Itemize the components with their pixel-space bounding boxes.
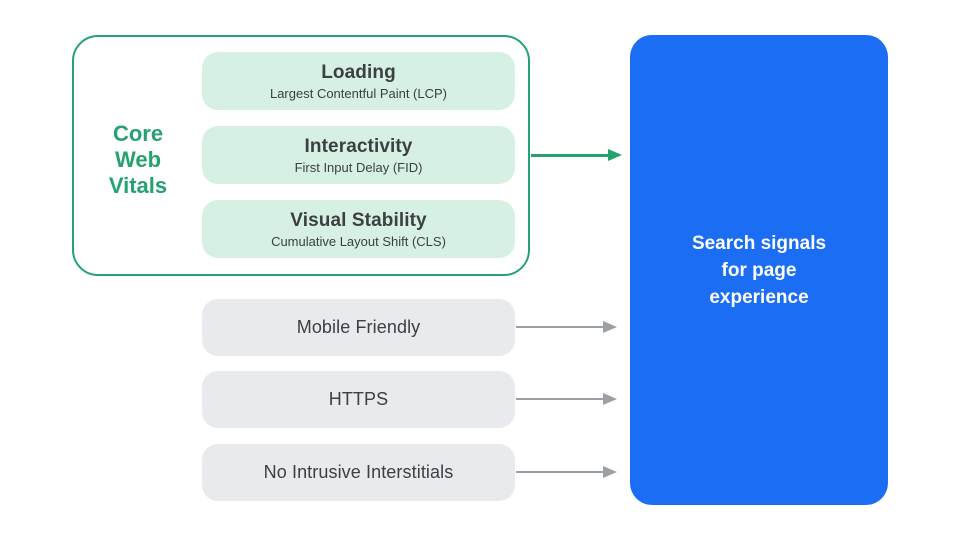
search-signals-box: Search signals for page experience — [630, 35, 888, 505]
vital-title-interactivity: Interactivity — [304, 135, 413, 157]
vital-card-interactivity: Interactivity First Input Delay (FID) — [202, 126, 515, 184]
vital-title-loading: Loading — [321, 61, 396, 83]
arrow-line — [516, 398, 604, 400]
arrow-head-icon — [608, 149, 622, 161]
arrow-line — [531, 154, 609, 157]
vital-subtitle-cls: Cumulative Layout Shift (CLS) — [271, 233, 446, 249]
core-web-vitals-label: Core Web Vitals — [108, 121, 168, 198]
vital-subtitle-lcp: Largest Contentful Paint (LCP) — [269, 85, 448, 101]
vital-card-visual-stability: Visual Stability Cumulative Layout Shift… — [202, 200, 515, 258]
signal-https: HTTPS — [202, 371, 515, 428]
signal-no-intrusive-interstitials: No Intrusive Interstitials — [202, 444, 515, 501]
arrow-head-icon — [603, 393, 617, 405]
signal-mobile-friendly: Mobile Friendly — [202, 299, 515, 356]
arrow-head-icon — [603, 466, 617, 478]
vital-card-loading: Loading Largest Contentful Paint (LCP) — [202, 52, 515, 110]
arrow-head-icon — [603, 321, 617, 333]
search-signals-label: Search signals for page experience — [691, 232, 827, 308]
arrow-line — [516, 326, 604, 328]
arrow-line — [516, 471, 604, 473]
vital-title-visual-stability: Visual Stability — [290, 209, 427, 231]
vital-subtitle-fid: First Input Delay (FID) — [294, 159, 423, 175]
